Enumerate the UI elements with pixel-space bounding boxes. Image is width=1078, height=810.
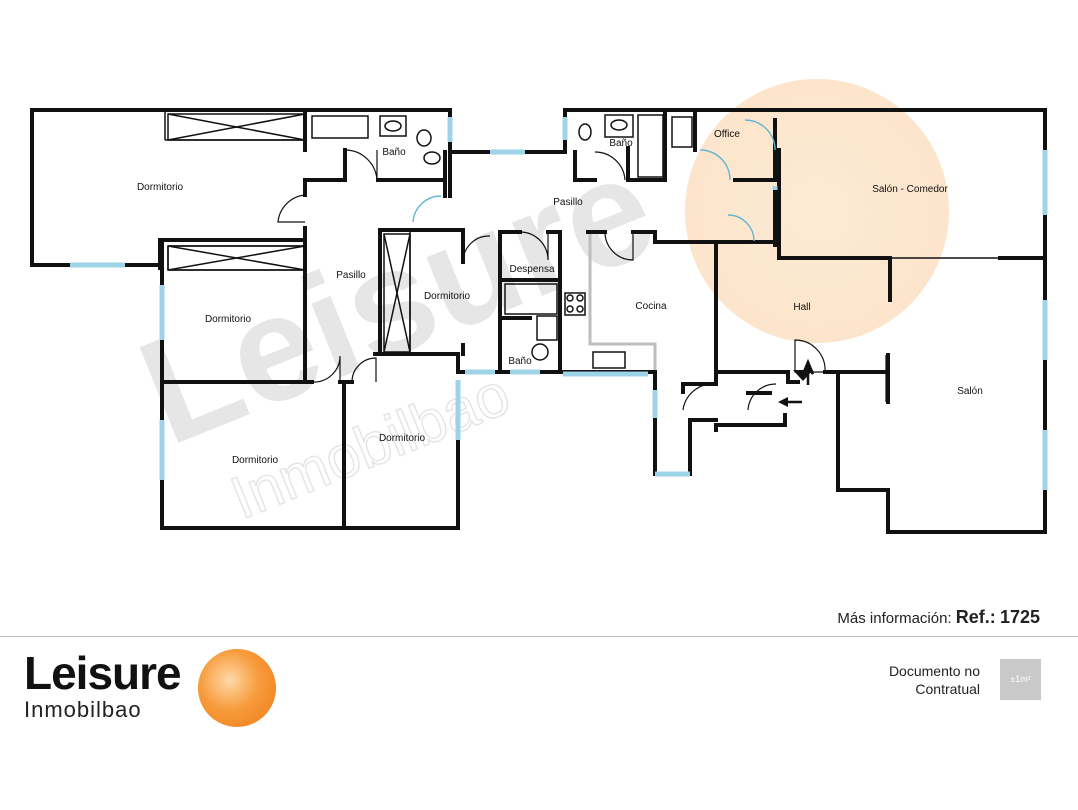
info-prefix: Más información: — [837, 610, 952, 627]
label-dormitorio: Dormitorio — [379, 433, 426, 444]
fixtures — [167, 113, 815, 407]
doors — [277, 119, 887, 411]
disclaimer-line-1: Documento no — [888, 663, 980, 679]
label-dormitorio: Dormitorio — [424, 291, 471, 302]
label-pasillo: Pasillo — [336, 270, 366, 281]
label-salon: Salón — [957, 386, 983, 397]
footer-divider — [0, 636, 1078, 637]
label-cocina: Cocina — [635, 301, 667, 312]
label-bano: Baño — [508, 356, 532, 367]
logo-sub: Inmobilbao — [24, 697, 142, 722]
label-bano: Baño — [609, 138, 633, 149]
label-salon-comedor: Salón - Comedor — [872, 184, 948, 195]
label-pasillo: Pasillo — [553, 197, 583, 208]
brand-logo: Leisure Inmobilbao — [24, 647, 182, 722]
label-despensa: Despensa — [509, 264, 554, 275]
ref-number: 1725 — [999, 607, 1040, 627]
disclaimer: Documento no Contratual — [840, 662, 980, 698]
label-dormitorio: Dormitorio — [137, 182, 184, 193]
logo-name: Leisure — [24, 647, 182, 699]
label-dormitorio: Dormitorio — [232, 455, 279, 466]
scale-badge: ±1m² — [1000, 659, 1041, 700]
logo-circle-icon — [198, 649, 276, 727]
label-bano: Baño — [382, 147, 406, 158]
label-hall: Hall — [793, 302, 810, 313]
reference-info: Más información: Ref.: 1725 — [837, 607, 1040, 628]
disclaimer-line-2: Contratual — [915, 681, 980, 697]
label-dormitorio: Dormitorio — [205, 314, 252, 325]
windows — [70, 117, 1048, 490]
label-office: Office — [714, 129, 740, 140]
watermark: Leisure Inmobilbao — [118, 121, 676, 533]
ref-label: Ref.: — [955, 607, 996, 627]
room-labels: Dormitorio Baño Baño Office Salón - Come… — [137, 129, 983, 466]
watermark-circle — [685, 79, 949, 343]
